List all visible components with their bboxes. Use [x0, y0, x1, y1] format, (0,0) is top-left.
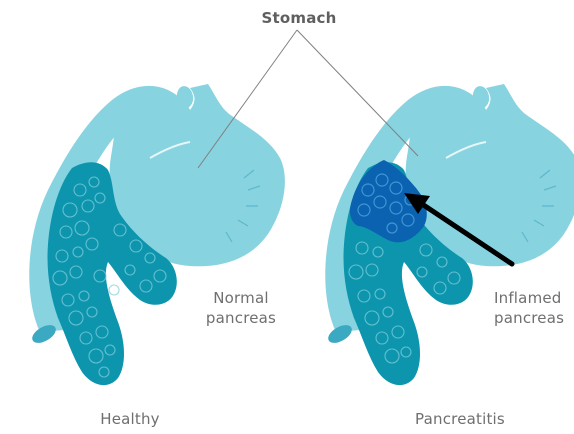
stomach-label: Stomach [254, 9, 344, 27]
healthy-caption: Healthy [80, 410, 180, 428]
pancreatitis-caption: Pancreatitis [400, 410, 520, 428]
pancreatitis-illustration [325, 84, 574, 385]
normal-pancreas-line-2: pancreas [196, 308, 286, 328]
healthy-illustration [29, 84, 285, 385]
inflamed-pancreas-line-1: Inflamed [494, 288, 574, 308]
normal-pancreas-label: Normal pancreas [196, 288, 286, 328]
inflamed-pancreas-label: Inflamed pancreas [494, 288, 574, 328]
normal-pancreas-line-1: Normal [196, 288, 286, 308]
inflamed-pancreas-line-2: pancreas [494, 308, 574, 328]
